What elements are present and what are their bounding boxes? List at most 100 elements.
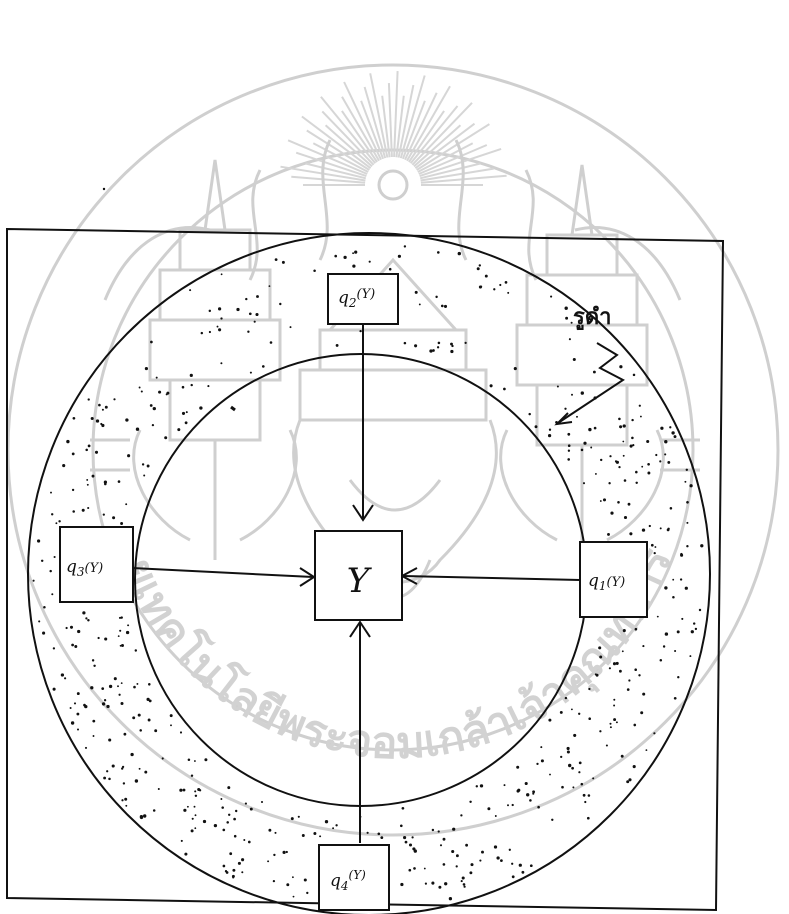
stipple-dot: [250, 372, 252, 374]
stipple-dot: [290, 326, 292, 328]
stipple-dot: [282, 261, 285, 264]
stipple-dot: [136, 683, 138, 685]
stipple-dot: [587, 817, 590, 820]
stipple-dot: [127, 624, 129, 626]
stipple-dot: [603, 498, 606, 501]
stipple-dot: [572, 786, 574, 788]
stipple-dot: [519, 864, 522, 867]
stipple-dot: [66, 627, 68, 629]
stipple-dot: [221, 273, 223, 275]
stipple-dot: [405, 841, 408, 844]
stipple-dot: [201, 332, 203, 334]
stipple-dot: [672, 596, 675, 599]
stipple-dot: [313, 270, 316, 273]
stipple-dot: [118, 694, 120, 696]
stipple-dot: [564, 408, 566, 410]
stipple-dot: [415, 291, 418, 294]
stipple-dot: [209, 310, 211, 312]
stipple-dot: [404, 342, 407, 345]
stipple-dot: [77, 630, 80, 633]
stipple-dot: [62, 464, 65, 467]
stipple-dot: [629, 532, 632, 535]
stipple-dot: [106, 770, 108, 772]
stipple-dot: [139, 387, 141, 389]
stipple-dot: [88, 398, 90, 400]
stipple-dot: [412, 847, 415, 850]
stipple-dot: [568, 444, 571, 447]
stipple-dot: [250, 808, 253, 811]
stipple-dot: [102, 409, 104, 411]
stipple-dot: [616, 461, 619, 464]
stipple-dot: [568, 764, 571, 767]
stipple-dot: [113, 398, 115, 400]
stipple-dot: [112, 764, 115, 767]
stipple-dot: [286, 883, 289, 886]
sun-rays: [281, 71, 507, 185]
stipple-dot: [463, 883, 466, 886]
stipple-dot: [414, 344, 417, 347]
stipple-dot: [232, 869, 235, 872]
stipple-dot: [238, 862, 241, 865]
stipple-dot: [153, 407, 156, 410]
stipple-dot: [158, 788, 160, 790]
stipple-dot: [142, 463, 144, 465]
stipple-dot: [369, 261, 371, 263]
stipple-dot: [88, 445, 91, 448]
stipple-dot: [576, 416, 578, 418]
stipple-dot: [64, 677, 66, 679]
stipple-dot: [96, 419, 99, 422]
stipple-dot: [319, 835, 321, 837]
stipple-dot: [571, 394, 573, 396]
stipple-dot: [565, 307, 568, 310]
stipple-dot: [228, 814, 230, 816]
stipple-dot: [653, 732, 655, 734]
stipple-dot: [619, 425, 622, 428]
stipple-dot: [192, 818, 194, 820]
stipple-dot: [133, 686, 136, 689]
stipple-dot: [588, 794, 591, 797]
stipple-dot: [608, 482, 610, 484]
stipple-dot: [689, 484, 692, 487]
stipple-dot: [500, 859, 503, 862]
stipple-dot: [567, 750, 570, 753]
stipple-dot: [479, 860, 481, 862]
stipple-dot: [655, 454, 657, 456]
stipple-dot: [461, 880, 463, 882]
stipple-dot: [120, 522, 123, 525]
stipple-dot: [594, 427, 597, 430]
stipple-dot: [108, 778, 111, 781]
stipple-dot: [118, 480, 121, 483]
stipple-dot: [55, 522, 57, 524]
stipple-dot: [437, 346, 439, 348]
stipple-dot: [512, 804, 514, 806]
stipple-dot: [691, 630, 694, 633]
stipple-dot: [569, 338, 571, 340]
stipple-dot: [85, 617, 87, 619]
stipple-dot: [460, 814, 462, 816]
stipple-dot: [686, 469, 688, 471]
stipple-dot: [126, 631, 129, 634]
stipple-dot: [672, 579, 674, 581]
stipple-dot: [660, 427, 663, 430]
stipple-dot: [130, 753, 133, 756]
stipple-dot: [104, 699, 106, 701]
stipple-dot: [565, 317, 568, 320]
stipple-dot: [646, 440, 649, 443]
stipple-dot: [166, 392, 169, 395]
stipple-dot: [135, 649, 137, 651]
stipple-dot: [279, 303, 281, 305]
stipple-dot: [664, 453, 666, 455]
stipple-dot: [596, 674, 599, 677]
stipple-dot: [435, 296, 437, 298]
stipple-dot: [226, 821, 229, 824]
stipple-dot: [255, 313, 258, 316]
stipple-dot: [156, 377, 158, 379]
stipple-dot: [606, 744, 608, 746]
stipple-dot: [87, 619, 89, 621]
stipple-dot: [632, 444, 634, 446]
stipple-dot: [229, 852, 232, 855]
stipple-dot: [590, 447, 592, 449]
stipple-dot: [667, 461, 670, 464]
stipple-dot: [654, 552, 656, 554]
